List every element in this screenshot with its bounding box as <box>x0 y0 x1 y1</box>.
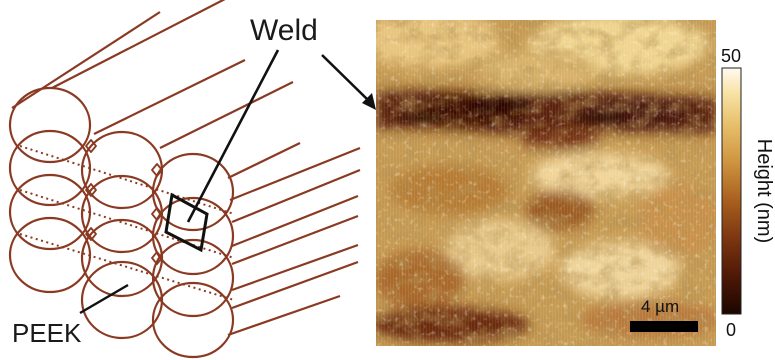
colorbar-ramp <box>722 68 741 314</box>
colorbar-title: Height (nm) <box>753 139 775 243</box>
filament-extrusion-lines <box>12 0 360 335</box>
void-diamonds <box>86 140 162 264</box>
filament-schematic <box>10 0 360 357</box>
scale-bar-label: 4 µm <box>641 297 679 316</box>
colorbar-max-label: 50 <box>721 46 741 66</box>
peek-callout <box>80 285 128 313</box>
afm-height-image <box>360 12 720 346</box>
colorbar-min-label: 0 <box>726 320 736 340</box>
scale-bar-line <box>630 321 698 332</box>
weld-label: Weld <box>250 14 318 47</box>
peek-label: PEEK <box>12 318 82 348</box>
colorbar: 50 0 Height (nm) <box>721 46 775 340</box>
filament-column-front <box>153 154 233 357</box>
peek-pointer-line <box>80 285 128 313</box>
weld-dotted-lines <box>20 146 234 300</box>
weld-arrow-line <box>322 55 368 100</box>
